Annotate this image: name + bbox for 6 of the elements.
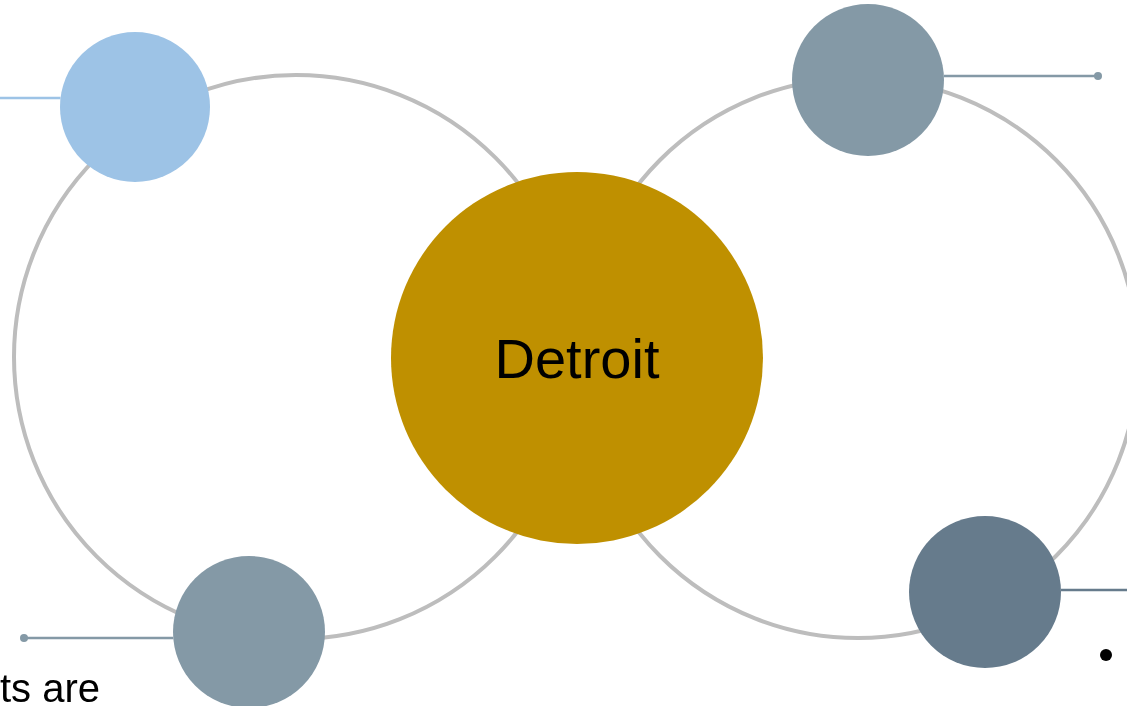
body-text: ts are [0, 668, 101, 706]
leader-line [20, 634, 174, 642]
city-name: Detroit [494, 325, 660, 391]
leader-line [1060, 588, 1127, 592]
leader-line [943, 72, 1102, 80]
leader-line [0, 96, 61, 100]
